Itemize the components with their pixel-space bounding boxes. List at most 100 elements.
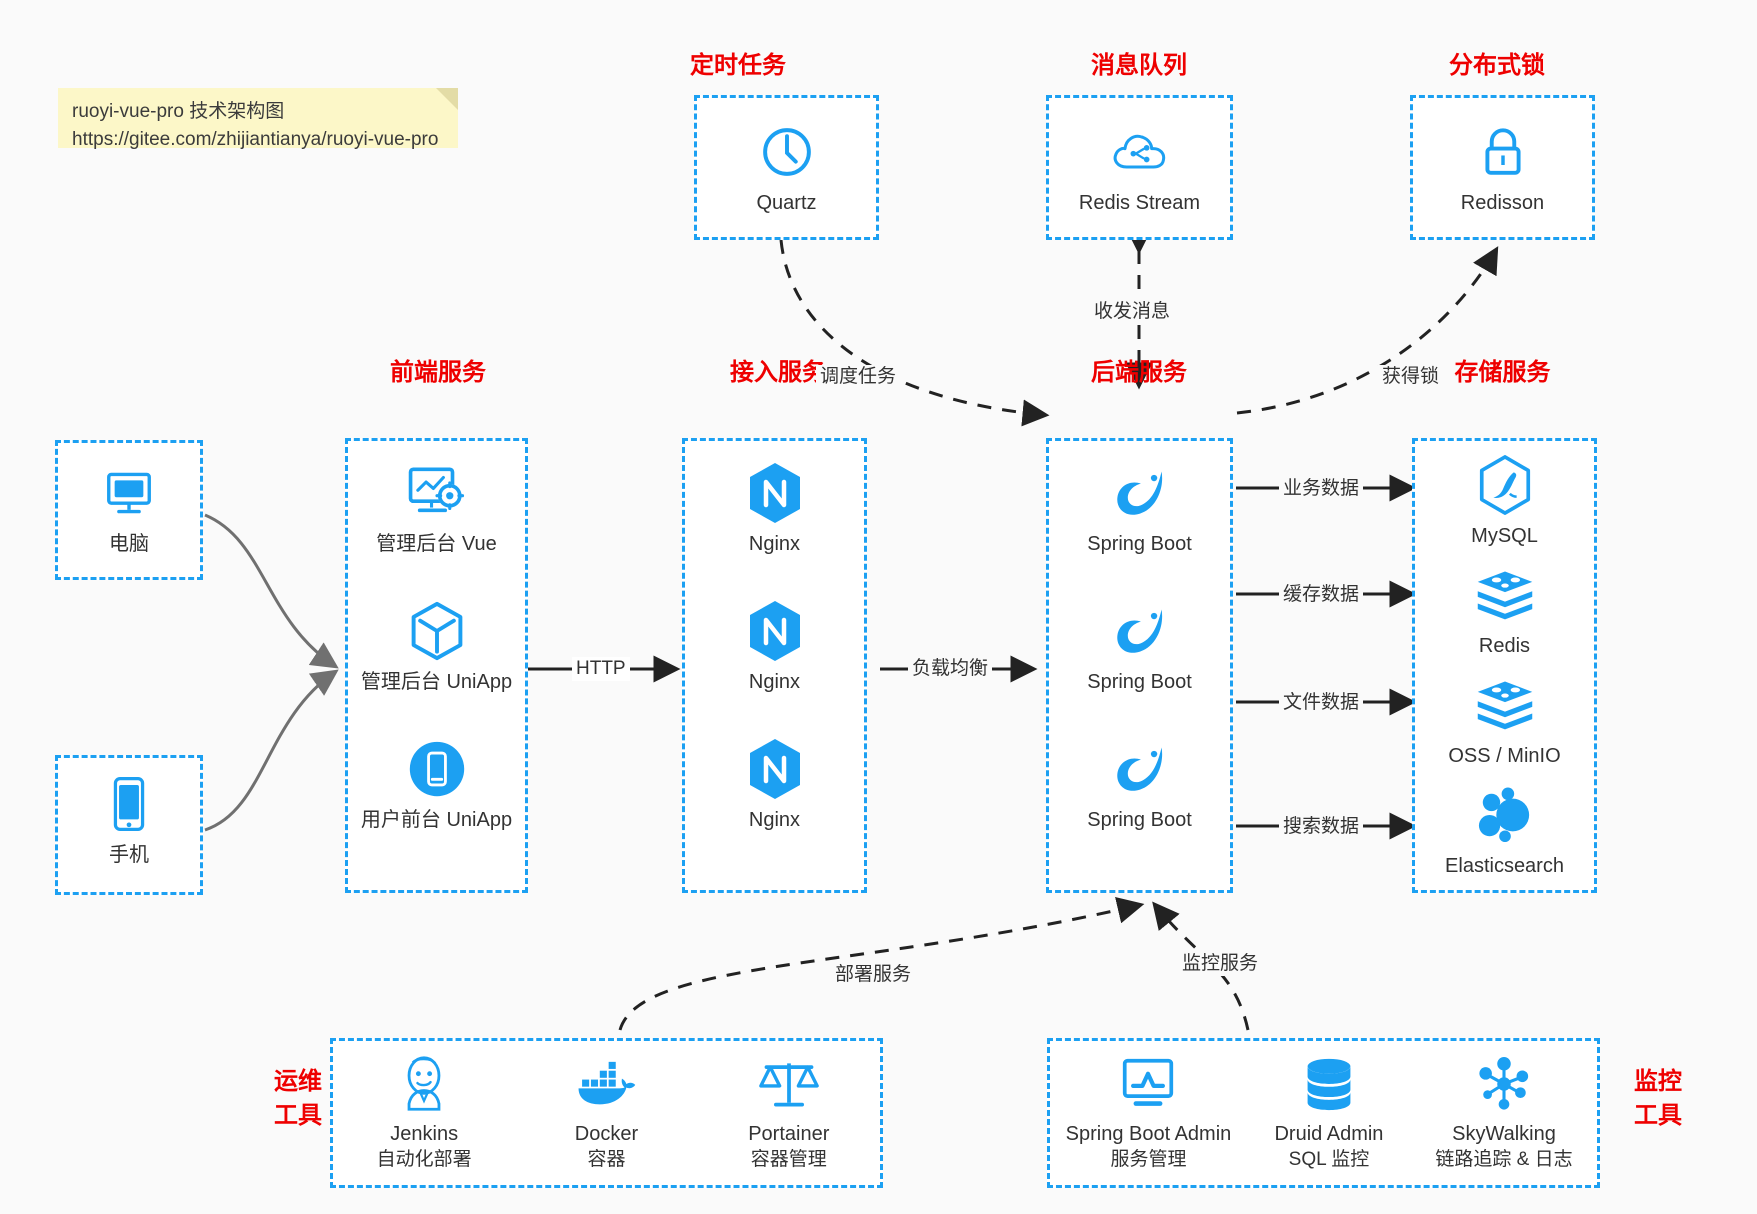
dashboard-gear-icon [348, 461, 525, 525]
edge-label-file-data: 文件数据 [1279, 691, 1364, 715]
node-label: Redisson [1460, 192, 1545, 214]
node-admin-uniapp[interactable]: 管理后台 UniApp [348, 599, 525, 695]
node-sublabel: 链路追踪 & 日志 [1435, 1149, 1573, 1170]
edge-label-search-data: 搜索数据 [1279, 815, 1364, 839]
group-box-mq[interactable]: Redis Stream [1046, 95, 1233, 240]
node-label: Spring Boot [1087, 671, 1192, 693]
node-label: MySQL [1471, 525, 1538, 547]
node-jenkins[interactable]: Jenkins 自动化部署 [333, 1053, 515, 1197]
note-url: https://gitee.com/zhijiantianya/ruoyi-vu… [72, 129, 439, 150]
node-label: Nginx [748, 809, 801, 831]
node-springboot-3[interactable]: Spring Boot [1049, 737, 1230, 833]
node-label: Spring Boot Admin [1065, 1123, 1232, 1145]
note-fold-corner [436, 88, 458, 110]
cube-icon [348, 599, 525, 663]
mysql-dolphin-icon [1415, 453, 1594, 517]
node-label: 手机 [109, 844, 149, 866]
node-redis[interactable]: Redis [1415, 563, 1594, 659]
group-box-client-mobile[interactable]: 手机 [55, 755, 203, 895]
edge-label-http: HTTP [572, 657, 630, 681]
note-title: ruoyi-vue-pro 技术架构图 [72, 101, 285, 122]
nginx-icon [685, 461, 864, 525]
monitor-chart-icon [1050, 1053, 1247, 1115]
node-docker[interactable]: Docker 容器 [515, 1053, 697, 1197]
node-nginx-1[interactable]: Nginx [685, 461, 864, 557]
group-box-storage[interactable]: MySQL Redis [1412, 438, 1597, 893]
node-label: 管理后台 UniApp [360, 671, 513, 693]
group-box-backend[interactable]: Spring Boot Spring Boot Spring Boot [1046, 438, 1233, 893]
edge-label-cache-data: 缓存数据 [1279, 583, 1364, 607]
node-label: 管理后台 Vue [376, 533, 497, 555]
edge-label-business-data: 业务数据 [1279, 477, 1364, 501]
node-label: Docker [574, 1123, 639, 1145]
node-quartz[interactable]: Quartz [697, 120, 876, 216]
edge-label-acquire-lock: 获得锁 [1378, 365, 1444, 389]
node-sublabel: 容器管理 [750, 1149, 827, 1170]
group-title-monitor: 监控 工具 [1618, 1065, 1698, 1133]
group-box-monitor[interactable]: Spring Boot Admin 服务管理 Druid Admin S [1047, 1038, 1600, 1188]
node-label: Quartz [756, 192, 817, 214]
group-box-devops[interactable]: Jenkins 自动化部署 Docker 容器 [330, 1038, 883, 1188]
group-title-mq: 消息队列 [1091, 52, 1187, 79]
node-label: OSS / MinIO [1448, 745, 1561, 767]
group-box-gateway[interactable]: Nginx Nginx Nginx [682, 438, 867, 893]
skywalking-node-icon [1411, 1053, 1597, 1115]
node-oss-minio[interactable]: OSS / MinIO [1415, 673, 1594, 769]
cloud-stream-icon [1049, 120, 1230, 184]
group-title-frontend: 前端服务 [390, 359, 486, 386]
node-druid-admin[interactable]: Druid Admin SQL 监控 [1247, 1053, 1411, 1197]
node-label: SkyWalking [1452, 1123, 1556, 1145]
group-title-backend: 后端服务 [1091, 359, 1187, 386]
group-title-devops-line2: 工具 [274, 1102, 322, 1129]
docker-whale-icon [515, 1053, 697, 1115]
jenkins-butler-icon [333, 1053, 515, 1115]
node-elasticsearch[interactable]: Elasticsearch [1415, 783, 1594, 879]
node-mobile[interactable]: 手机 [58, 772, 200, 868]
mobile-icon [58, 772, 200, 836]
node-label: 电脑 [109, 533, 149, 555]
node-mysql[interactable]: MySQL [1415, 453, 1594, 549]
node-sublabel: 容器 [587, 1149, 626, 1170]
group-title-devops: 运维 工具 [258, 1065, 338, 1133]
edge-label-monitor-service: 监控服务 [1178, 952, 1263, 976]
edge-label-deploy-service: 部署服务 [831, 963, 916, 987]
edge-label-load-balance: 负载均衡 [908, 657, 993, 681]
node-springboot-2[interactable]: Spring Boot [1049, 599, 1230, 695]
node-label: Druid Admin [1274, 1123, 1384, 1145]
database-icon [1247, 1053, 1411, 1115]
node-label: Spring Boot [1087, 809, 1192, 831]
node-spring-boot-admin[interactable]: Spring Boot Admin 服务管理 [1050, 1053, 1247, 1197]
node-skywalking[interactable]: SkyWalking 链路追踪 & 日志 [1411, 1053, 1597, 1197]
group-box-scheduler[interactable]: Quartz [694, 95, 879, 240]
node-redisson[interactable]: Redisson [1413, 120, 1592, 216]
node-user-uniapp[interactable]: 用户前台 UniApp [348, 737, 525, 833]
node-sublabel: 自动化部署 [376, 1149, 472, 1170]
node-redis-stream[interactable]: Redis Stream [1049, 120, 1230, 216]
node-springboot-1[interactable]: Spring Boot [1049, 461, 1230, 557]
desktop-icon [58, 461, 200, 525]
group-title-monitor-line1: 监控 [1634, 1068, 1682, 1095]
node-label: Portainer [748, 1123, 830, 1145]
elasticsearch-icon [1415, 783, 1594, 847]
scales-icon [698, 1053, 880, 1115]
node-sublabel: 服务管理 [1110, 1149, 1187, 1170]
node-portainer[interactable]: Portainer 容器管理 [698, 1053, 880, 1197]
node-nginx-3[interactable]: Nginx [685, 737, 864, 833]
group-box-client-desktop[interactable]: 电脑 [55, 440, 203, 580]
spring-leaf-icon [1049, 737, 1230, 801]
node-label: Redis [1478, 635, 1531, 657]
redis-stack-icon [1415, 563, 1594, 627]
sticky-note: ruoyi-vue-pro 技术架构图 https://gitee.com/zh… [58, 88, 458, 150]
redis-stack-icon [1415, 673, 1594, 737]
node-label: Nginx [748, 533, 801, 555]
node-nginx-2[interactable]: Nginx [685, 599, 864, 695]
spring-leaf-icon [1049, 599, 1230, 663]
node-admin-vue[interactable]: 管理后台 Vue [348, 461, 525, 557]
node-desktop[interactable]: 电脑 [58, 461, 200, 557]
group-box-lock[interactable]: Redisson [1410, 95, 1595, 240]
phone-round-icon [348, 737, 525, 801]
node-label: Redis Stream [1078, 192, 1201, 214]
group-box-frontend[interactable]: 管理后台 Vue 管理后台 UniApp 用户前台 UniApp [345, 438, 528, 893]
node-label: Jenkins [390, 1123, 459, 1145]
